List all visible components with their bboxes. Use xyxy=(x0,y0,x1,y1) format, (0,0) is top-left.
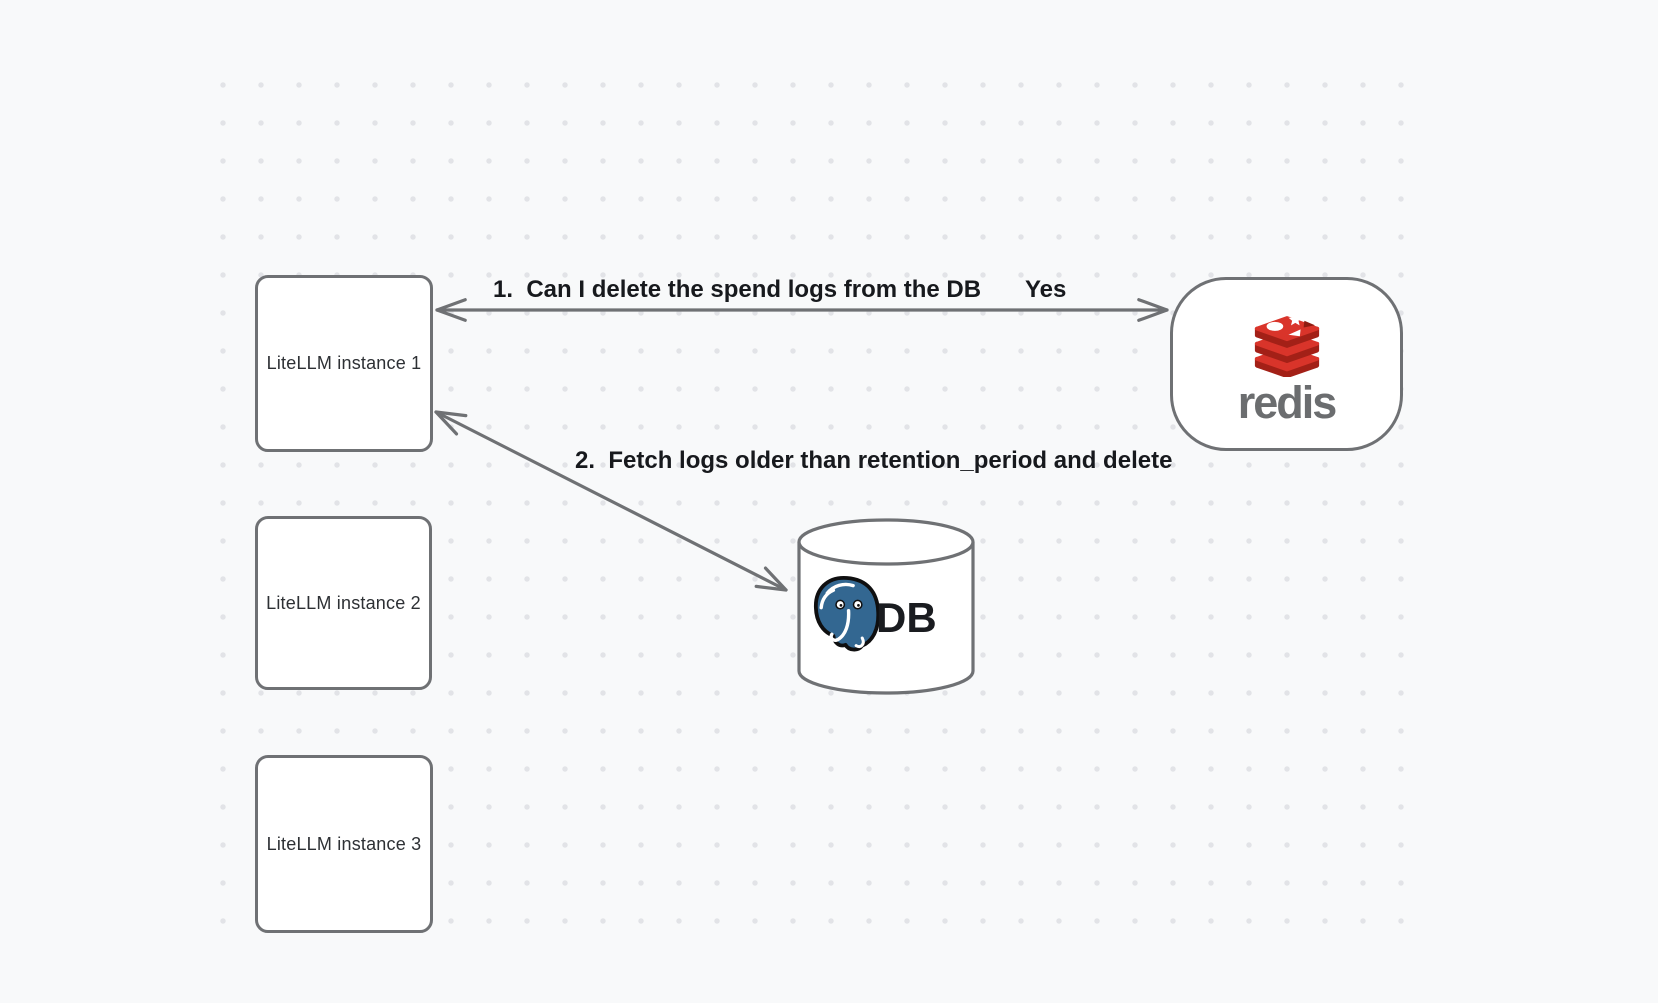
litellm-instance-2-label: LiteLLM instance 2 xyxy=(266,592,421,613)
edge-1-label: 1. Can I delete the spend logs from the … xyxy=(493,276,982,303)
litellm-instance-1-label: LiteLLM instance 1 xyxy=(266,353,422,373)
db-label: DB xyxy=(876,594,937,641)
redis-wordmark: redis xyxy=(1237,377,1338,428)
edge-1-arrow xyxy=(435,298,1169,322)
node-litellm-instance-3: LiteLLM instance 3 xyxy=(255,755,433,933)
edge-2-label: 2. Fetch logs older than retention_perio… xyxy=(575,447,1173,474)
node-db-content: DB xyxy=(806,574,956,663)
edge-2-arrow xyxy=(434,410,788,592)
redis-stack-icon xyxy=(1249,309,1325,382)
node-redis: redis xyxy=(1170,277,1403,451)
postgresql-elephant-icon xyxy=(806,574,882,663)
litellm-instance-3-label: LiteLLM instance 3 xyxy=(266,833,422,854)
node-litellm-instance-1: LiteLLM instance 1 xyxy=(255,275,433,452)
edge-1-reply-label: Yes xyxy=(1025,276,1067,303)
node-litellm-instance-2: LiteLLM instance 2 xyxy=(255,516,432,690)
